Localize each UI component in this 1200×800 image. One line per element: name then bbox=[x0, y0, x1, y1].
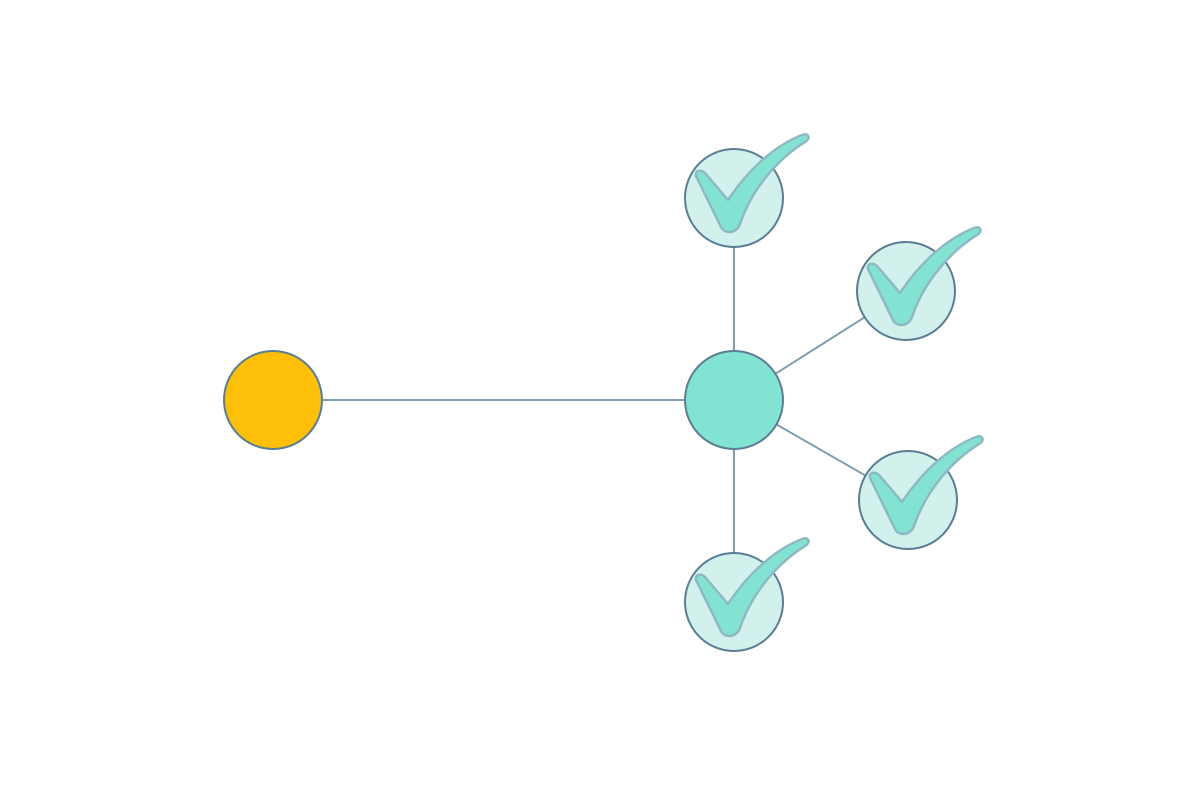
checkmark-icon bbox=[694, 133, 810, 234]
checkmark-icon bbox=[694, 537, 810, 638]
node-leaf-lower-right bbox=[858, 435, 984, 550]
node-hub bbox=[684, 350, 784, 450]
node-leaf-bottom bbox=[684, 537, 810, 652]
node-circle-source bbox=[223, 350, 323, 450]
node-circle-hub bbox=[684, 350, 784, 450]
nodes-layer bbox=[223, 133, 984, 652]
node-leaf-top bbox=[684, 133, 810, 248]
node-source bbox=[223, 350, 323, 450]
node-leaf-upper-right bbox=[856, 226, 982, 341]
edges-layer bbox=[273, 198, 909, 602]
checkmark-icon bbox=[868, 435, 984, 536]
checkmark-icon bbox=[866, 226, 982, 327]
